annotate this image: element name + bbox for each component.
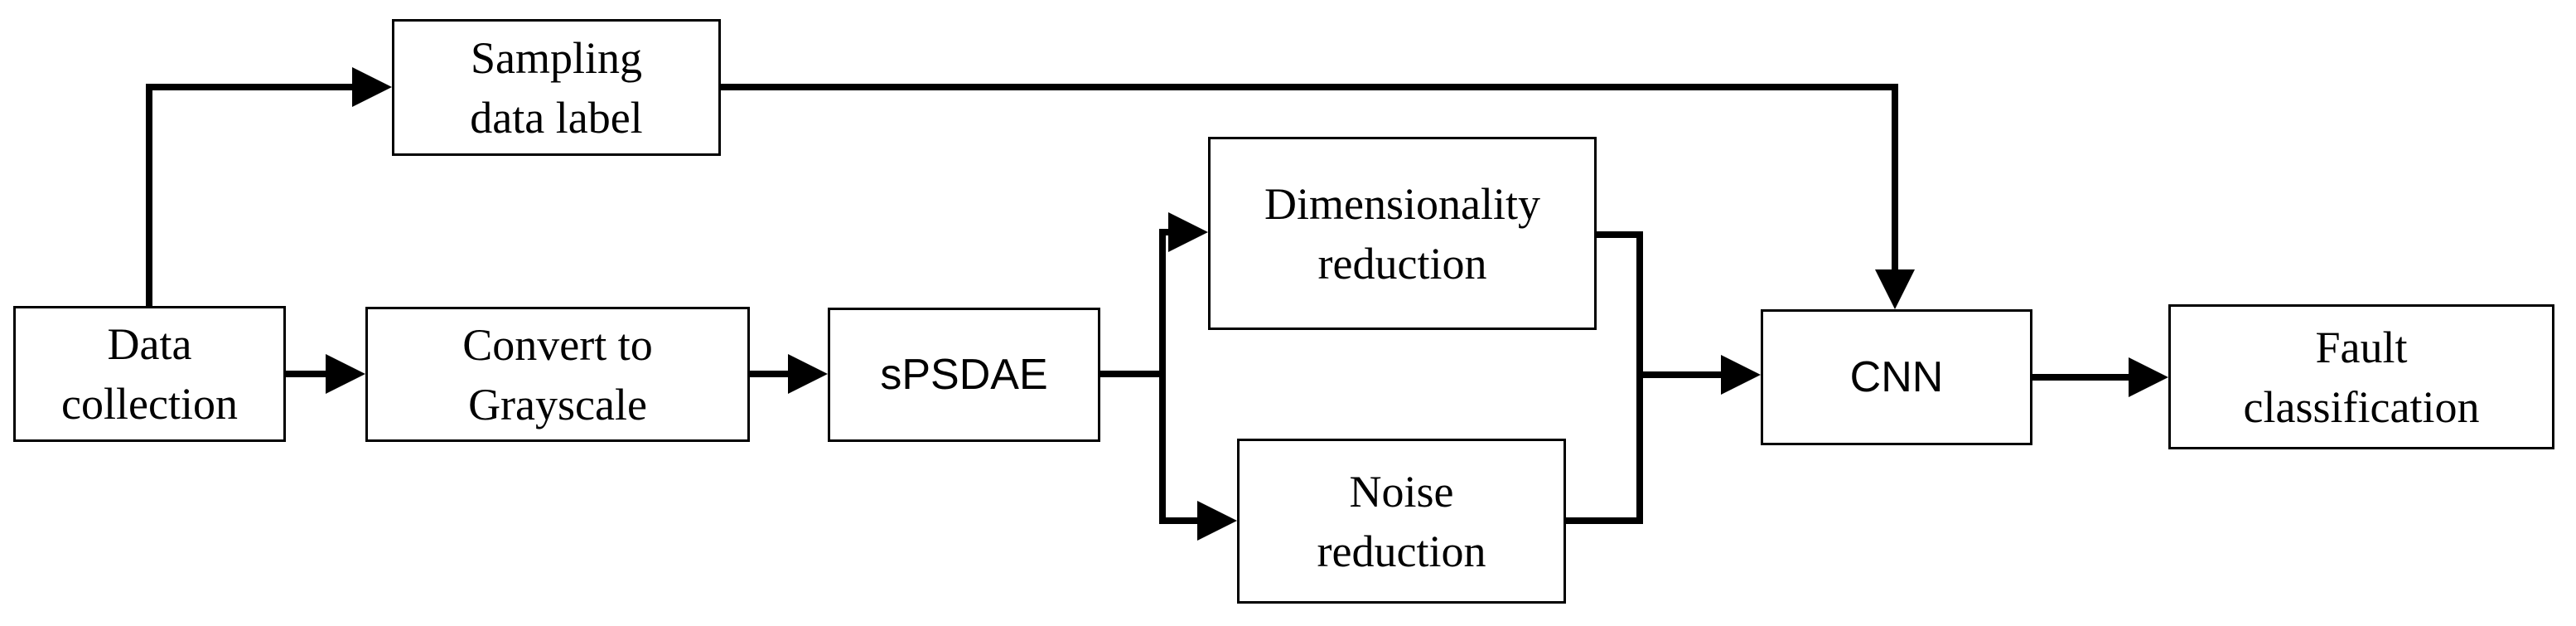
node-label-line: CNN — [1849, 353, 1944, 401]
arrowhead-into-convert-icon — [326, 354, 365, 394]
node-label-line: reduction — [1317, 238, 1487, 289]
arrowhead-into-noise-icon — [1197, 501, 1237, 541]
node-cnn: CNN — [1761, 309, 2032, 445]
edge-sampling-to-cnn-horizontal — [721, 84, 1898, 90]
node-label-line: classification — [2243, 381, 2480, 432]
arrowhead-into-cnn-left-icon — [1721, 355, 1761, 395]
edge-datacollection-to-convert — [286, 371, 326, 377]
edge-merge-to-cnn — [1636, 371, 1721, 378]
edge-sampling-to-cnn-vertical — [1892, 84, 1898, 269]
node-label-line: Data — [107, 319, 192, 369]
edge-noise-to-merge — [1566, 517, 1643, 524]
node-label-line: Grayscale — [468, 379, 647, 429]
edge-datacollection-to-sampling-horizontal — [146, 84, 352, 90]
edge-spsdae-to-split — [1100, 371, 1166, 377]
node-label-line: reduction — [1317, 526, 1486, 576]
node-label-line: Dimensionality — [1264, 178, 1540, 229]
node-fault-classification: Fault classification — [2168, 304, 2554, 449]
edge-dimensionality-to-merge — [1597, 231, 1643, 238]
node-sampling-data-label: Sampling data label — [392, 19, 721, 156]
node-label-line: Sampling — [470, 32, 642, 83]
edge-cnn-to-fault — [2032, 374, 2129, 381]
node-label-line: collection — [61, 379, 238, 429]
edge-convert-to-spsdae — [750, 371, 788, 377]
node-dimensionality-reduction: Dimensionality reduction — [1208, 137, 1597, 330]
node-spsdae: sPSDAE — [828, 308, 1100, 442]
arrowhead-into-sampling-icon — [352, 67, 392, 107]
edge-split-to-dimensionality — [1159, 229, 1168, 235]
arrowhead-into-cnn-top-icon — [1875, 269, 1915, 309]
node-noise-reduction: Noise reduction — [1237, 439, 1566, 604]
edge-split-vertical — [1159, 229, 1166, 524]
node-label-line: Fault — [2315, 322, 2408, 372]
edge-datacollection-to-sampling-vertical — [146, 84, 152, 306]
arrowhead-into-fault-icon — [2129, 357, 2168, 397]
arrowhead-into-dimensionality-icon — [1168, 212, 1208, 252]
node-label-line: sPSDAE — [880, 351, 1048, 399]
node-label-line: Convert to — [462, 319, 653, 370]
node-label-line: Noise — [1349, 466, 1454, 517]
node-convert-to-grayscale: Convert to Grayscale — [365, 307, 750, 442]
arrowhead-into-spsdae-icon — [788, 354, 828, 394]
node-label-line: data label — [470, 92, 643, 143]
edge-split-to-noise — [1159, 517, 1197, 524]
node-data-collection: Data collection — [13, 306, 286, 442]
